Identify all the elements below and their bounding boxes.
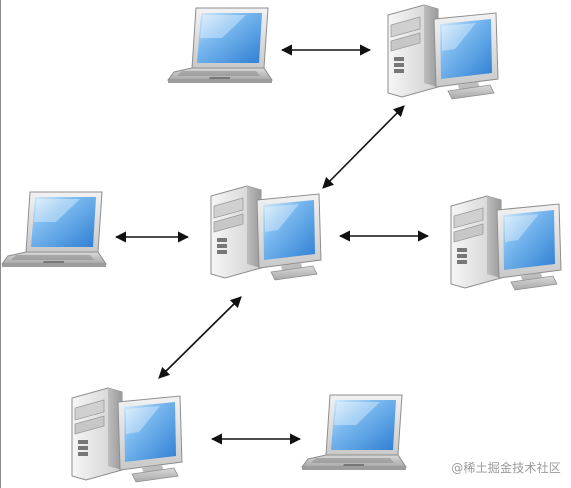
laptop-icon xyxy=(167,7,273,83)
desktop-computer-icon xyxy=(71,387,183,483)
left-border-line xyxy=(0,0,1,488)
laptop-icon xyxy=(301,394,407,470)
desktop-computer-icon xyxy=(450,195,562,291)
link-desktop-top-right-desktop-center xyxy=(322,105,405,189)
desktop-computer-icon xyxy=(210,185,322,281)
links-layer xyxy=(114,44,430,445)
laptop-icon xyxy=(1,191,107,267)
link-desktop-center-desktop-bottom-left xyxy=(158,296,242,379)
desktop-computer-icon xyxy=(387,4,499,100)
watermark-text: @稀土掘金技术社区 xyxy=(451,461,561,475)
